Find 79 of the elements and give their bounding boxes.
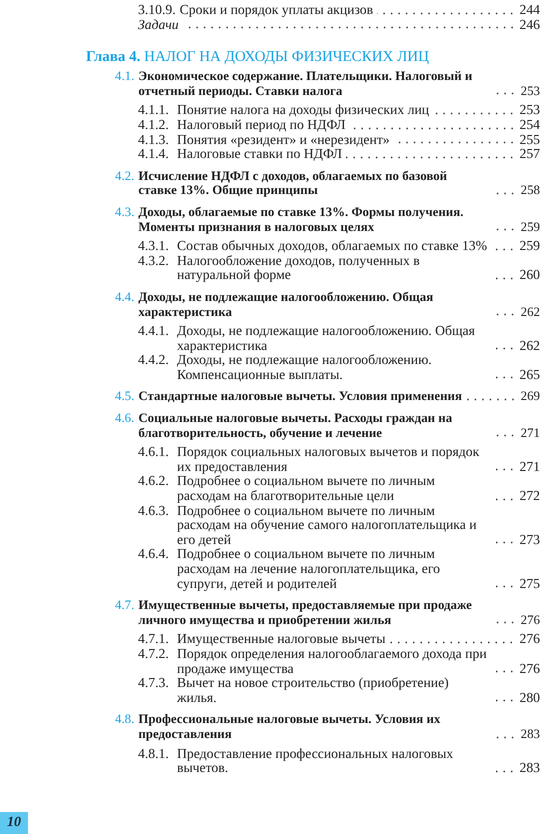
subsection-title: Состав обычных доходов, облагаемых по ставке 13% bbox=[177, 239, 488, 254]
page-number: 275 bbox=[519, 576, 540, 592]
section-title: Доходы, не подлежащие налогообложению. Общая характеристика bbox=[138, 290, 434, 320]
page-number: 246 bbox=[519, 18, 540, 32]
section-number: 4.2. bbox=[115, 168, 136, 184]
subsection-number: 4.1.4. bbox=[138, 147, 170, 162]
section-number: 4.8. bbox=[115, 712, 136, 727]
subsection-title: Подробнее о социальном вычете по личным расходам на лечение налогоплательщика, его супруги, детей и родителей bbox=[177, 547, 441, 592]
subsection-title: Порядок социальных налоговых вычетов и порядок их предоставления bbox=[177, 445, 480, 474]
subsection-title: Налогообложение доходов, полученных в натуральной форме bbox=[177, 254, 421, 283]
section-title: Имущественные вычеты, предоставляемые при продаже личного имущества и приобретении жилья bbox=[138, 598, 473, 628]
page-number: 262 bbox=[519, 338, 540, 354]
subsection-title: Доходы, не подлежащие налогообложению. Компенсационные выплаты. bbox=[177, 353, 433, 382]
subsection-title: Порядок определения налогооблагаемого дохода при продаже имущества bbox=[177, 646, 488, 676]
page-number: 269 bbox=[520, 389, 540, 404]
page-number: 255 bbox=[519, 132, 540, 148]
subsection-number: 4.6.1. bbox=[138, 445, 170, 460]
page-number: 262 bbox=[520, 304, 540, 320]
subsection-number: 4.3.1. bbox=[138, 239, 170, 254]
page-number: 283 bbox=[519, 761, 540, 776]
subsection-number: 4.8.1. bbox=[138, 746, 170, 762]
section-title: Социальные налоговые вычеты. Расходы граждан на благотворительность, обучение и лечение bbox=[138, 411, 454, 440]
subsection-number: 4.6.3. bbox=[138, 504, 170, 518]
section-number: 4.1. bbox=[115, 69, 136, 84]
section-title: Исчисление НДФЛ с доходов, облагаемых по базовой ставке 13%. Общие принципы bbox=[138, 168, 448, 198]
page-number: 280 bbox=[519, 690, 540, 706]
subsection-title: Предоставление профессиональных налоговых вычетов. bbox=[177, 746, 454, 776]
section-title: Задачи bbox=[138, 18, 179, 32]
subsection-number: 4.7.3. bbox=[138, 676, 170, 691]
section-number: 4.5. bbox=[115, 389, 136, 404]
page-number: 271 bbox=[519, 460, 540, 474]
subsection-title: Вычет на новое строительство (приобретение) жилья. bbox=[177, 676, 450, 706]
page-number: 260 bbox=[519, 268, 540, 283]
subsection-number: 4.7.1. bbox=[138, 632, 170, 647]
chapter-heading: Глава 4. НАЛОГ НА ДОХОДЫ ФИЗИЧЕСКИХ ЛИЦ bbox=[86, 48, 430, 66]
subsection-number: 4.4.1. bbox=[138, 324, 170, 339]
section-number: 4.6. bbox=[115, 411, 136, 426]
page-number: 276 bbox=[519, 662, 540, 676]
page-number: 254 bbox=[519, 118, 540, 133]
page-number: 265 bbox=[519, 368, 540, 382]
page-number: 276 bbox=[519, 632, 540, 647]
subsection-title: Понятия «резидент» и «нерезидент» bbox=[177, 132, 390, 148]
subsection-number: 4.1.2. bbox=[138, 118, 170, 133]
subsection-number: 4.1.3. bbox=[138, 132, 170, 148]
subsection-title: Понятие налога на доходы физических лиц bbox=[177, 103, 430, 118]
page-number: 276 bbox=[520, 612, 540, 628]
subsection-title: Подробнее о социальном вычете по личным расходам на благотворительные цели bbox=[177, 474, 436, 504]
section-number: 4.7. bbox=[115, 598, 136, 613]
subsection-number: 4.4.2. bbox=[138, 353, 170, 368]
subsection-number: 4.7.2. bbox=[138, 646, 170, 662]
section-title: Стандартные налоговые вычеты. Условия применения bbox=[138, 389, 462, 404]
section-title: Экономическое содержание. Плательщики. Налоговый и отчетный периоды. Ставки налога bbox=[138, 69, 474, 98]
subsection-title: Сроки и порядок уплаты акцизов bbox=[180, 3, 374, 18]
page-number: 272 bbox=[519, 489, 540, 504]
subsection-number: 4.3.2. bbox=[138, 254, 170, 268]
subsection-number: 4.6.4. bbox=[138, 547, 170, 562]
subsection-title: Имущественные налоговые вычеты bbox=[177, 632, 386, 647]
page-number: 273 bbox=[519, 532, 540, 548]
subsection-number: 3.10.9. bbox=[138, 3, 177, 18]
page-number: 253 bbox=[519, 103, 540, 118]
page-folio: 10 bbox=[0, 812, 28, 834]
subsection-title: Налоговый период по НДФЛ bbox=[177, 118, 346, 133]
page-number: 271 bbox=[520, 426, 540, 440]
page-number: 244 bbox=[519, 3, 540, 18]
subsection-title: Подробнее о социальном вычете по личным расходам на обучение самого налогоплательщика и его детей bbox=[177, 504, 478, 548]
section-title: Профессиональные налоговые вычеты. Условия их предоставления bbox=[138, 712, 442, 742]
subsection-number: 4.6.2. bbox=[138, 474, 170, 490]
section-number: 4.4. bbox=[115, 290, 136, 304]
subsection-title: Доходы, не подлежащие налогообложению. Общая характеристика bbox=[177, 324, 476, 354]
section-number: 4.3. bbox=[115, 204, 136, 220]
page-number: 283 bbox=[520, 726, 540, 742]
subsection-number: 4.1.1. bbox=[138, 103, 170, 118]
page-number: 258 bbox=[520, 183, 540, 198]
page-number: 259 bbox=[520, 220, 540, 234]
page-number: 257 bbox=[519, 147, 540, 162]
section-title: Доходы, облагаемые по ставке 13%. Формы получения. Моменты признания в налоговых целях bbox=[138, 204, 464, 234]
page-number: 259 bbox=[519, 239, 540, 254]
page-number: 253 bbox=[520, 84, 540, 98]
subsection-title: Налоговые ставки по НДФЛ bbox=[177, 147, 342, 162]
